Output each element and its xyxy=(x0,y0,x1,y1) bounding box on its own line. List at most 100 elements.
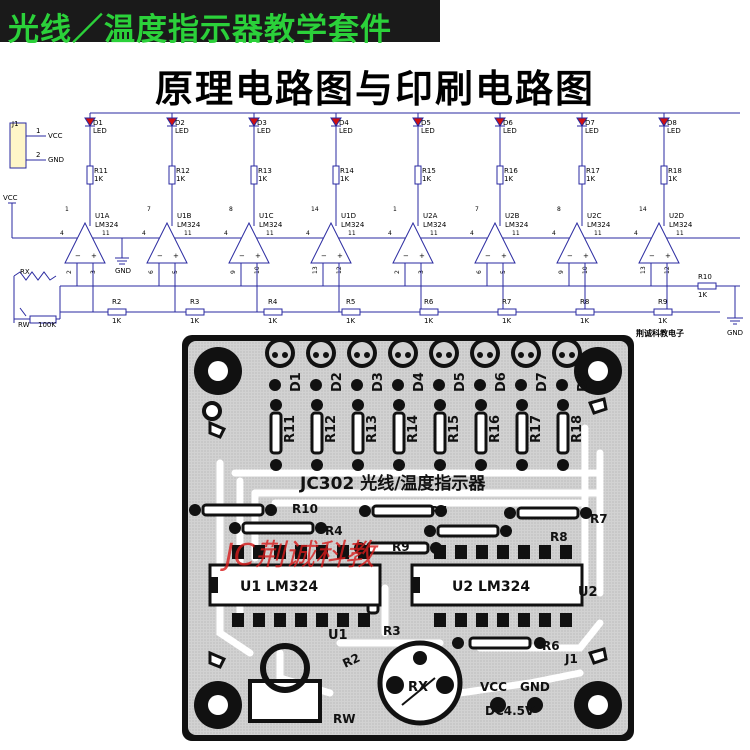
opamp-part: LM324 xyxy=(95,221,119,229)
pcb-r9: R9 xyxy=(392,540,410,554)
pcb-r5: R5 xyxy=(430,504,448,518)
logo-mark-left xyxy=(208,420,227,439)
logo-mark-bottom-right xyxy=(587,647,608,665)
divider-resistor xyxy=(575,308,595,316)
ic-u1-body xyxy=(208,563,382,607)
divider-value: 1K xyxy=(268,317,277,325)
divider-ref: R9 xyxy=(658,298,667,306)
pcb-ic-pin xyxy=(539,613,551,627)
logo-mark-right xyxy=(587,397,608,415)
led-res-ref: R18 xyxy=(668,167,682,175)
opamp-symbol xyxy=(228,221,270,264)
opamp-vneg-pin: 11 xyxy=(512,230,520,237)
pcb-resistor-label: R18 xyxy=(570,415,585,443)
rx-arrow xyxy=(401,677,436,706)
logo-mark-bottom-left xyxy=(208,650,227,669)
pcb-led-pad xyxy=(354,352,360,358)
divider-resistor xyxy=(419,308,439,316)
divider-value: 1K xyxy=(346,317,355,325)
pcb-resistor-body xyxy=(351,411,365,455)
pcb-led-lead-pad xyxy=(556,379,568,391)
opamp-plus: + xyxy=(255,252,261,260)
led-ref: D7 xyxy=(585,119,595,127)
pcb-hres-pad xyxy=(229,522,241,534)
opamp-ref: U2D xyxy=(669,212,684,220)
opamp-part: LM324 xyxy=(505,221,529,229)
divider-ref: R7 xyxy=(502,298,511,306)
led-ref: D3 xyxy=(257,119,267,127)
led-type: LED xyxy=(339,127,353,135)
opamp-plus: + xyxy=(91,252,97,260)
pcb-ic-pin xyxy=(497,613,509,627)
title-banner: 光线／温度指示器教学套件 xyxy=(0,0,440,48)
pcb-resistor-label: R15 xyxy=(447,415,462,443)
pcb-hres-pad xyxy=(504,507,516,519)
pcb-led-pad xyxy=(559,352,565,358)
led-res-value: 1K xyxy=(258,175,267,183)
pcb-u1-ref: U1 xyxy=(328,628,348,643)
pcb-ic-pin xyxy=(253,545,265,559)
pcb-led-body xyxy=(433,342,455,364)
led-res-value: 1K xyxy=(176,175,185,183)
led-symbol xyxy=(576,117,588,127)
pcb-resistor-pad xyxy=(311,399,323,411)
opamp-vneg-pin: 11 xyxy=(676,230,684,237)
opamp-part: LM324 xyxy=(259,221,283,229)
led-res-ref: R15 xyxy=(422,167,436,175)
pcb-led-label: D4 xyxy=(412,372,427,392)
mount-holes xyxy=(194,347,622,729)
divider-ref: R5 xyxy=(346,298,355,306)
divider-resistor xyxy=(107,308,127,316)
opamp-symbol xyxy=(556,221,598,264)
divider-value: 1K xyxy=(580,317,589,325)
pcb-ic-pin xyxy=(455,545,467,559)
pcb-resistor-label: R11 xyxy=(283,415,298,443)
pcb-rx: RX xyxy=(408,680,428,695)
led-res-ref: R12 xyxy=(176,167,190,175)
opamp-ref: U2C xyxy=(587,212,602,220)
opamp-ref: U1C xyxy=(259,212,274,220)
divider-value: 1K xyxy=(190,317,199,325)
divider-ref: R2 xyxy=(112,298,121,306)
pcb-hres-body xyxy=(516,506,580,520)
pcb-hres-pad xyxy=(315,522,327,534)
pcb-led-pad xyxy=(436,352,442,358)
opamp-symbol xyxy=(392,221,434,264)
opamp-minus: − xyxy=(75,252,81,260)
pcb-r6: R6 xyxy=(542,639,560,653)
pcb-led-pad xyxy=(569,352,575,358)
pcb-resistor-body xyxy=(474,411,488,455)
pcb-dc: DC4.5V xyxy=(485,704,535,718)
pcb-ic-pin xyxy=(358,613,370,627)
pcb-resistor-pad xyxy=(434,459,446,471)
led-resistor xyxy=(414,165,422,185)
opamp-out-pin: 7 xyxy=(147,206,151,213)
pcb-ic-pin xyxy=(434,545,446,559)
divider-value: 1K xyxy=(424,317,433,325)
pcb-r7: R7 xyxy=(590,512,608,526)
led-res-ref: R17 xyxy=(586,167,600,175)
led-res-value: 1K xyxy=(668,175,677,183)
pcb-led-pad xyxy=(518,352,524,358)
pcb-led-body xyxy=(269,342,291,364)
divider-ref: R6 xyxy=(424,298,434,306)
page-subtitle: 原理电路图与印刷电路图 xyxy=(154,67,595,111)
divider-value: 1K xyxy=(112,317,121,325)
led-ref: D1 xyxy=(93,119,103,127)
j1-pin2: 2 xyxy=(36,151,40,159)
opamp-minus: − xyxy=(649,252,655,260)
pcb-u2-ref: U2 xyxy=(578,585,598,600)
pcb-title: JC302 光线/温度指示器 xyxy=(299,473,486,494)
led-res-value: 1K xyxy=(340,175,349,183)
pcb-ic-pin xyxy=(560,613,572,627)
pcb-gnd-pad xyxy=(527,697,543,713)
led-resistor xyxy=(332,165,340,185)
pcb-resistor-pad xyxy=(311,459,323,471)
led-res-value: 1K xyxy=(504,175,513,183)
rx-pad-1 xyxy=(386,676,404,694)
pcb-ic-pin xyxy=(232,613,244,627)
opamp-vpos-pin: 4 xyxy=(60,230,64,237)
rx-pad-2 xyxy=(436,676,454,694)
pcb-ic-pin xyxy=(316,545,328,559)
pcb-ic-pin xyxy=(539,545,551,559)
